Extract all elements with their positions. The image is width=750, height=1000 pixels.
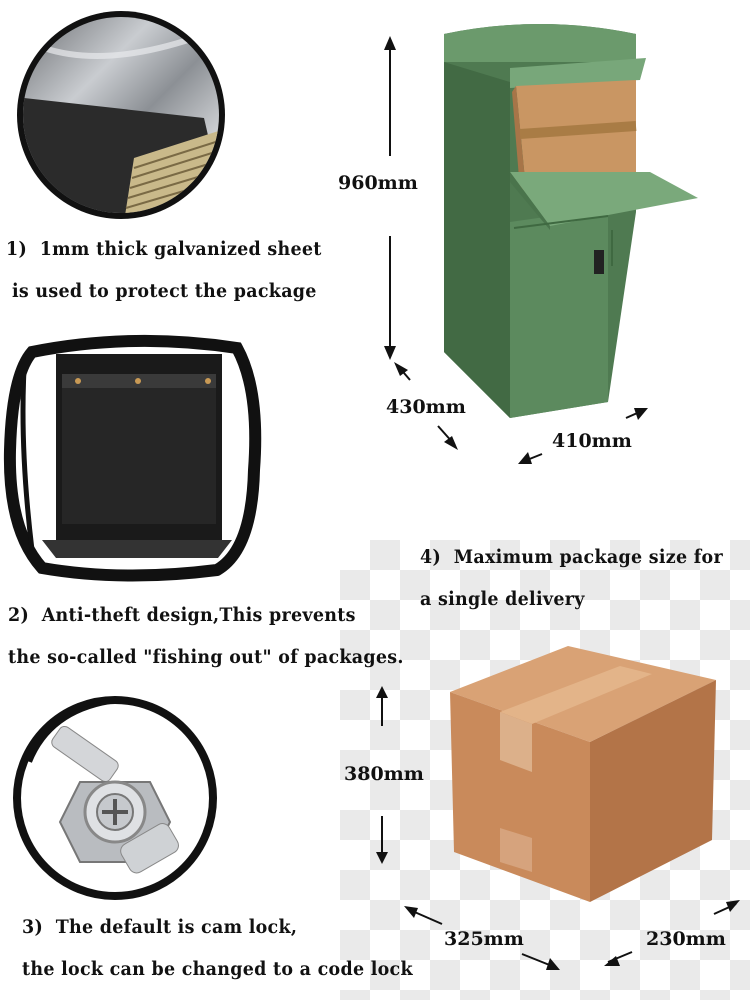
mailbox-interior-image — [3, 334, 262, 582]
depth-arrow — [394, 362, 458, 450]
feature-4-line-2: a single delivery — [420, 590, 585, 609]
width-arrow — [518, 408, 648, 464]
package-height-label: 380mm — [344, 763, 424, 785]
height-arrow — [384, 36, 396, 360]
feature-4-text-1: Maximum package size for — [453, 546, 723, 568]
feature-4-text-2: a single delivery — [420, 588, 585, 610]
cam-lock-image — [13, 696, 217, 900]
feature-1-number: 1) — [6, 238, 27, 260]
package-length-label: 325mm — [444, 928, 524, 950]
feature-1-text-1: 1mm thick galvanized sheet — [39, 238, 322, 260]
mailbox-interior-frame — [2, 330, 264, 582]
feature-4-line-1: 4) Maximum package size for — [420, 548, 723, 567]
package-box-image — [450, 646, 716, 902]
mailbox-product — [440, 22, 700, 422]
feature-2-number: 2) — [8, 604, 29, 626]
feature-3-number: 3) — [22, 916, 43, 938]
feature-4-number: 4) — [420, 546, 441, 568]
package-width-arrow — [604, 900, 740, 966]
feature-1-line-2: is used to protect the package — [12, 282, 317, 301]
cam-lock-frame — [10, 692, 220, 904]
mailbox-depth-label: 430mm — [386, 396, 466, 418]
package-length-arrow — [404, 906, 560, 970]
feature-3-line-1: 3) The default is cam lock, — [22, 918, 297, 937]
galvanized-sheet-image — [17, 11, 225, 219]
feature-1-line-1: 1) 1mm thick galvanized sheet — [6, 240, 322, 259]
feature-1-text-2: is used to protect the package — [12, 280, 317, 302]
mailbox-image — [444, 24, 698, 418]
feature-2-text-2: the so-called "fishing out" of packages. — [8, 646, 404, 668]
package-height-arrow — [376, 686, 388, 864]
galvanized-sheet-frame — [14, 8, 228, 222]
feature-2-line-1: 2) Anti-theft design,This prevents — [8, 606, 356, 625]
package-width-label: 230mm — [646, 928, 726, 950]
feature-2-line-2: the so-called "fishing out" of packages. — [8, 648, 404, 667]
package-box — [440, 632, 720, 912]
feature-3-text-1: The default is cam lock, — [55, 916, 298, 938]
feature-2-text-1: Anti-theft design,This prevents — [41, 604, 356, 626]
feature-3-text-2: the lock can be changed to a code lock — [22, 958, 413, 980]
mailbox-width-label: 410mm — [552, 430, 632, 452]
mailbox-height-label: 960mm — [338, 172, 418, 194]
feature-3-line-2: the lock can be changed to a code lock — [22, 960, 413, 979]
